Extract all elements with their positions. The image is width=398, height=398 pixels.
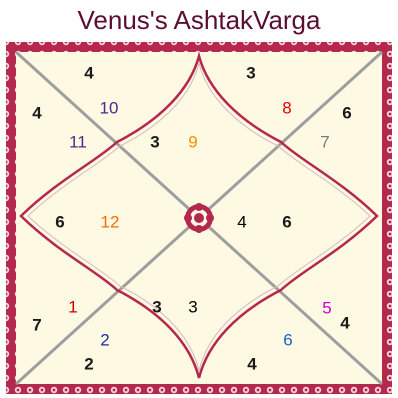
house-points-1: 7 xyxy=(32,316,41,335)
house-sign-12: 12 xyxy=(101,213,120,232)
house-points-8: 3 xyxy=(246,64,255,83)
house-points-11: 4 xyxy=(32,104,42,123)
house-sign-10: 10 xyxy=(100,99,119,118)
house-sign-3: 3 xyxy=(188,298,197,317)
house-points-9: 3 xyxy=(150,133,159,152)
house-points-10: 4 xyxy=(84,64,94,83)
house-points-5: 4 xyxy=(340,314,350,333)
house-points-6: 4 xyxy=(247,355,257,374)
house-sign-6: 6 xyxy=(283,331,292,350)
house-sign-5: 5 xyxy=(322,299,331,318)
house-points-12: 6 xyxy=(282,213,291,232)
house-sign-8: 8 xyxy=(282,99,291,118)
house-points-3: 2 xyxy=(84,355,93,374)
house-points-2: 3 xyxy=(152,298,161,317)
house-sign-2: 2 xyxy=(100,331,109,350)
house-points-4: 6 xyxy=(55,213,64,232)
house-sign-1: 1 xyxy=(68,298,77,317)
house-sign-9: 9 xyxy=(188,133,197,152)
house-points-7: 6 xyxy=(342,104,351,123)
house-sign-11: 11 xyxy=(69,133,87,152)
house-sign-4: 4 xyxy=(237,213,246,232)
house-sign-7: 7 xyxy=(320,133,329,152)
